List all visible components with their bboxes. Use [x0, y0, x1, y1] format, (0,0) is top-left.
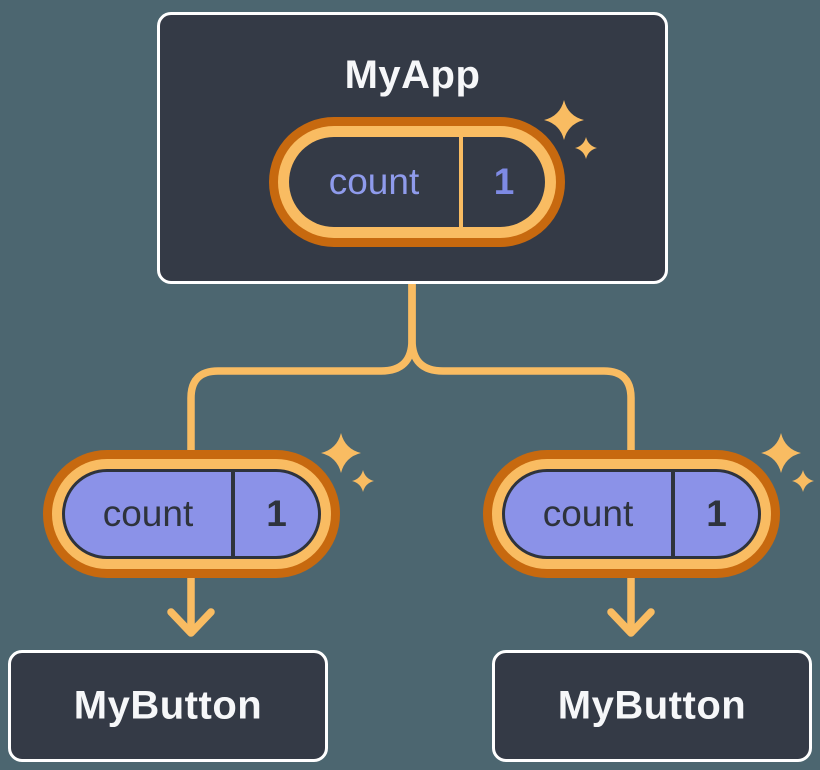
state-name-label: count	[328, 161, 420, 202]
sparkle-icon	[544, 100, 597, 159]
pill-core: count 1	[62, 469, 321, 559]
state-pill-child-right: count 1	[483, 450, 780, 578]
branch-line-right	[408, 280, 635, 633]
pill-divider	[231, 472, 235, 556]
state-name-label: count	[102, 493, 194, 534]
arrowhead-icon-right	[607, 608, 655, 637]
component-node-myapp: MyApp count 1	[157, 12, 668, 284]
state-value-label: 1	[493, 161, 515, 202]
pill-core: count 1	[289, 137, 545, 227]
arrowhead-icon-left	[167, 608, 215, 637]
component-name-label: MyButton	[73, 683, 263, 728]
sparkle-icon	[321, 433, 374, 492]
state-pill-child-left: count 1	[43, 450, 340, 578]
sparkle-icon	[761, 433, 814, 492]
state-value-label: 1	[706, 493, 727, 534]
component-node-mybutton-right: MyButton	[492, 650, 812, 762]
component-name-label: MyButton	[557, 683, 747, 728]
pill-core: count 1	[502, 469, 761, 559]
state-name-label: count	[542, 493, 634, 534]
component-name-label: MyApp	[344, 53, 481, 97]
component-node-mybutton-left: MyButton	[8, 650, 328, 762]
pill-divider	[459, 137, 463, 227]
pill-divider	[671, 472, 675, 556]
state-pill-root: count 1	[269, 117, 565, 247]
state-value-label: 1	[266, 493, 287, 534]
